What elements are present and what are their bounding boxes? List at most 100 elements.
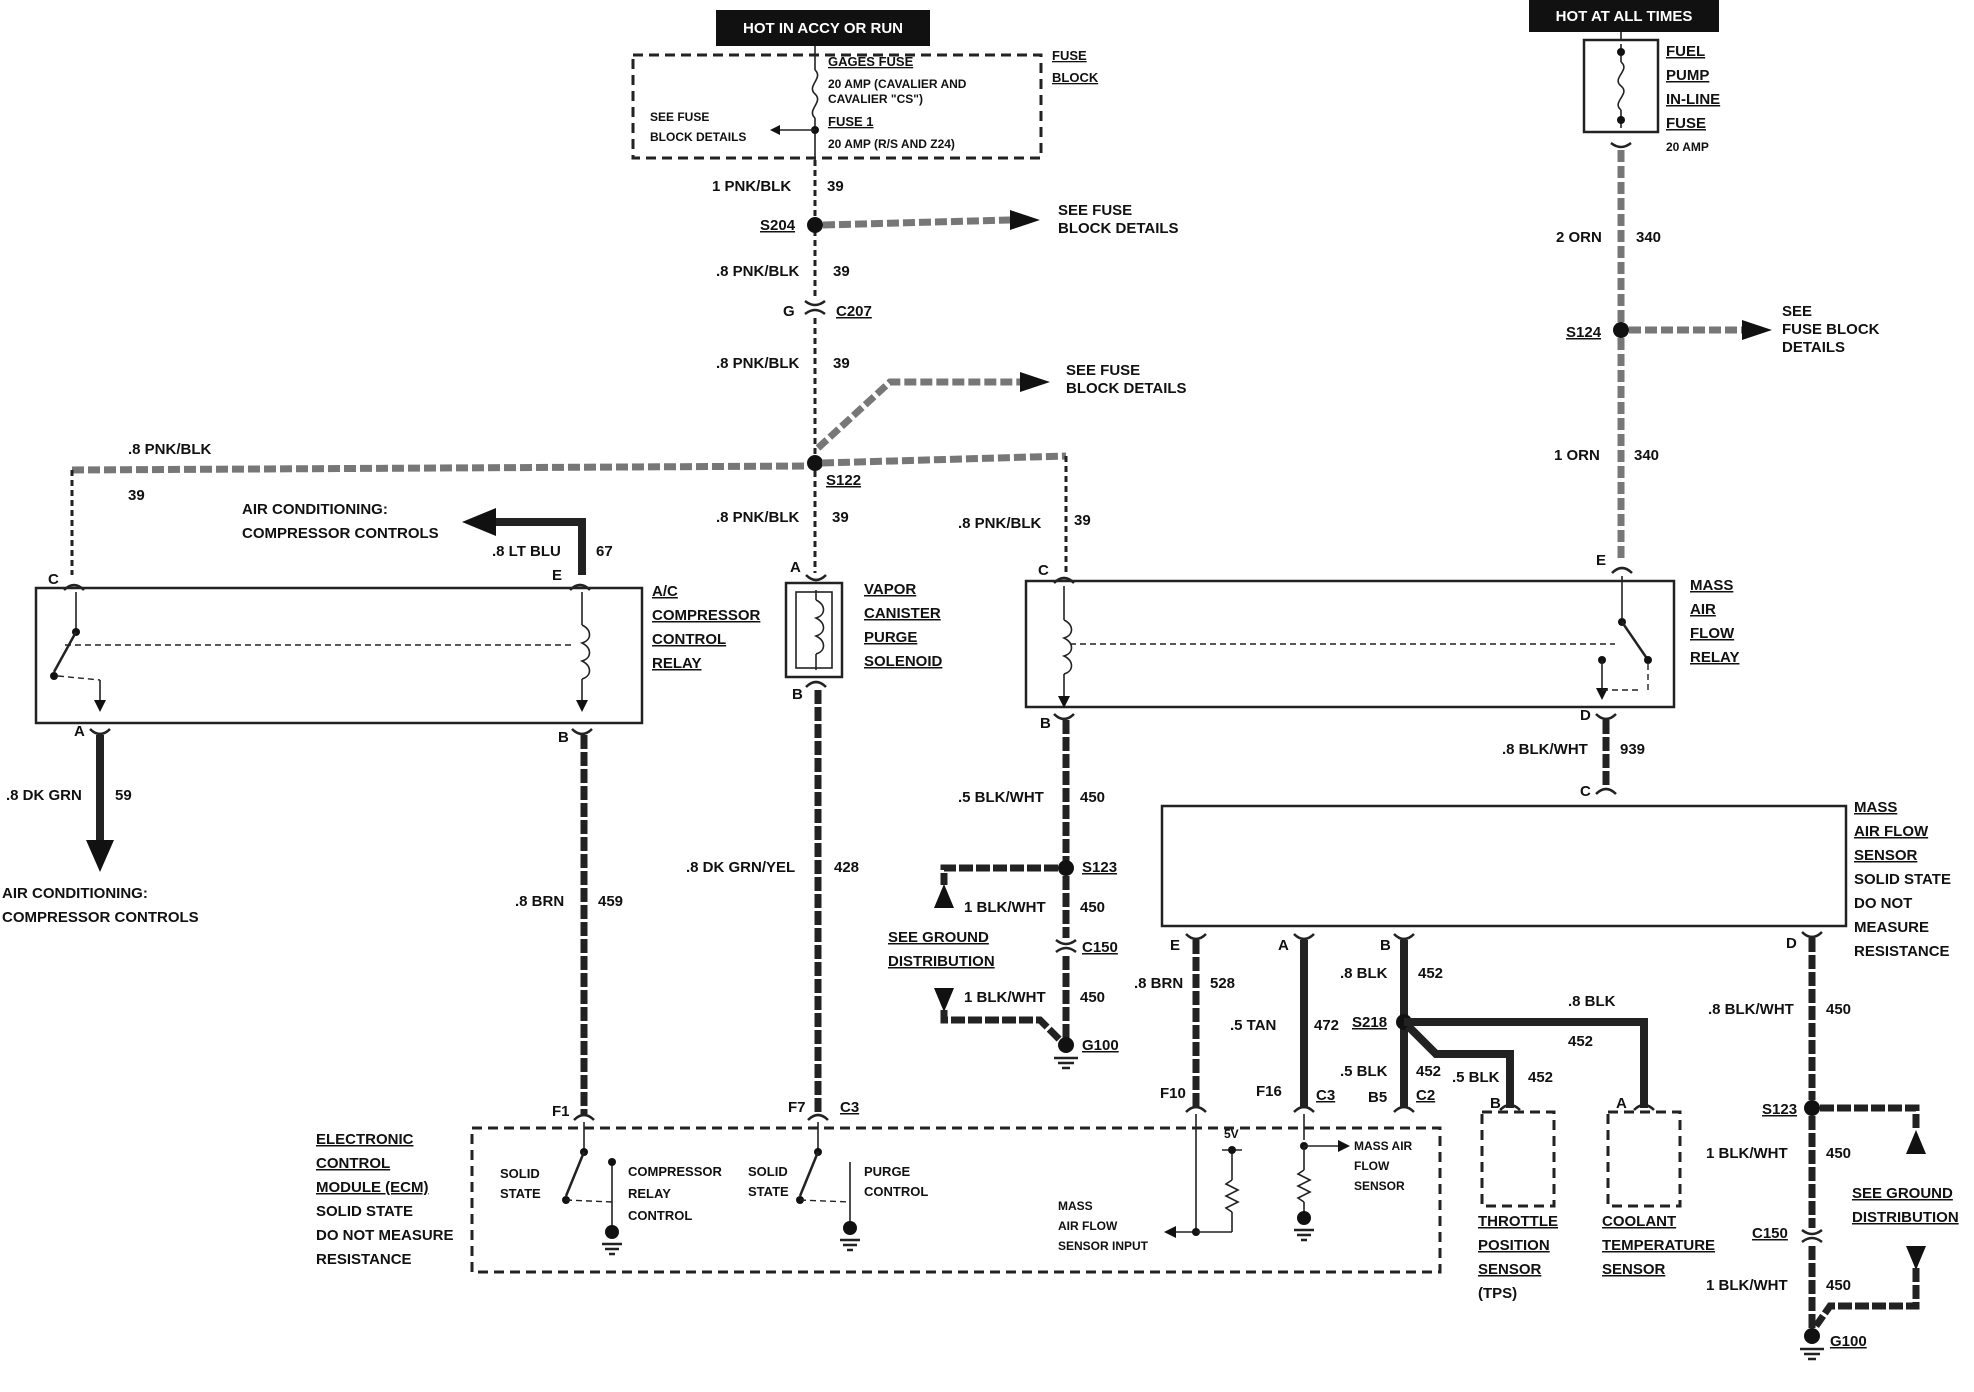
ac-relay-name-3: CONTROL: [652, 631, 726, 648]
circuit-939: 939: [1620, 741, 1645, 758]
wire-8brn-b: .8 BRN: [1134, 975, 1183, 992]
msensor-name-3: SENSOR: [1854, 847, 1918, 864]
ground-icon: [843, 1221, 857, 1235]
relay-coil-icon: [1061, 619, 1073, 675]
vapor-pin-a: A: [790, 559, 801, 576]
fuse-1-label: FUSE 1: [828, 114, 874, 129]
g100b-label: G100: [1830, 1333, 1867, 1350]
see-ground-3: SEE GROUND: [1852, 1185, 1953, 1202]
wire-5blkwht: .5 BLK/WHT: [958, 789, 1044, 806]
mrelay-pin-c: C: [1038, 562, 1049, 579]
see-r1: SEE: [1782, 303, 1812, 320]
s124-label: S124: [1566, 324, 1602, 341]
wire-1blkwht-d: 1 BLK/WHT: [1706, 1277, 1788, 1294]
circuit-528: 528: [1210, 975, 1235, 992]
circuit-450d: 450: [1826, 1001, 1851, 1018]
see-fuse-3: SEE FUSE: [1066, 362, 1140, 379]
ecm-maf-s-1: MASS AIR: [1354, 1139, 1413, 1153]
wire-8pnkblk-mid: .8 PNK/BLK: [716, 509, 800, 526]
wire-8pnkblk-a: .8 PNK/BLK: [716, 263, 800, 280]
solenoid-coil-icon: [813, 599, 825, 655]
pin-f7: F7: [788, 1099, 806, 1116]
circuit-459: 459: [598, 893, 623, 910]
relay-switch-icon: [1620, 621, 1650, 661]
wire-8brn: .8 BRN: [515, 893, 564, 910]
ecm-purge-1: PURGE: [864, 1164, 911, 1179]
splice-s123a: [1058, 860, 1074, 876]
s123a-label: S123: [1082, 859, 1117, 876]
msensor-name-1: MASS: [1854, 799, 1897, 816]
pin-connector-icon: [1633, 1103, 1655, 1111]
arrow-left-icon: [770, 125, 780, 135]
connector-c150-icon: [1801, 1228, 1823, 1236]
wire-1blkwht-c: 1 BLK/WHT: [1706, 1145, 1788, 1162]
mass-air-flow-sensor: [1160, 804, 1848, 928]
ac-compressor-relay: [34, 586, 644, 725]
vapor-name-4: SOLENOID: [864, 653, 943, 670]
ecm-state-1: STATE: [500, 1186, 541, 1201]
fuel-fuse-4: FUSE: [1666, 115, 1706, 132]
see-fuse-1: SEE FUSE: [1058, 202, 1132, 219]
vapor-name-3: PURGE: [864, 629, 917, 646]
circuit-450e: 450: [1826, 1145, 1851, 1162]
wire-8pnkblk-left: .8 PNK/BLK: [128, 441, 212, 458]
splice-s124: [1613, 322, 1629, 338]
connector-c150-icon: [1055, 938, 1077, 946]
ac-top-1: AIR CONDITIONING:: [242, 501, 388, 518]
relay-switch-icon: [52, 631, 78, 673]
ecm-name-5: DO NOT MEASURE: [316, 1227, 454, 1244]
wire-5blk: .5 BLK: [1340, 1063, 1388, 1080]
vapor-name-2: CANISTER: [864, 605, 941, 622]
see-ground-1: SEE GROUND: [888, 929, 989, 946]
ecm-purge-2: CONTROL: [864, 1184, 928, 1199]
ac-bot-1: AIR CONDITIONING:: [2, 885, 148, 902]
ac-pin-c: C: [48, 571, 59, 588]
hot-accy-badge: [716, 10, 930, 46]
splice-s204: [807, 217, 823, 233]
ecm-name-6: RESISTANCE: [316, 1251, 412, 1268]
wire-8ltblu: .8 LT BLU: [492, 543, 561, 560]
c207-g-label: G: [783, 303, 795, 320]
msensor-pin-e: E: [1170, 937, 1180, 954]
ecm-maf-in-2: AIR FLOW: [1058, 1219, 1118, 1233]
arrow-right-icon: [1010, 210, 1040, 230]
msensor-pin-a: A: [1278, 937, 1289, 954]
ground-arrow-icon: [1906, 1246, 1926, 1270]
see-ground-4: DISTRIBUTION: [1852, 1209, 1959, 1226]
fuel-fuse-2: PUMP: [1666, 67, 1709, 84]
wire-5blk-b: .5 BLK: [1452, 1069, 1500, 1086]
circuit-67: 67: [596, 543, 613, 560]
ac-pin-b: B: [558, 729, 569, 746]
ac-top-2: COMPRESSOR CONTROLS: [242, 525, 439, 542]
circuit-452c: 452: [1416, 1063, 1441, 1080]
wire-8blkwht: .8 BLK/WHT: [1502, 741, 1588, 758]
cts-name-1: COOLANT: [1602, 1213, 1676, 1230]
see-ground-2: DISTRIBUTION: [888, 953, 995, 970]
pin-connector-icon: [805, 680, 827, 688]
wire-1orn: 1 ORN: [1554, 447, 1600, 464]
fuel-fuse-rating: 20 AMP: [1666, 140, 1709, 154]
splice-s123b: [1804, 1100, 1820, 1116]
pin-connector-icon: [63, 583, 85, 591]
gages-fuse-rating-1: 20 AMP (CAVALIER AND: [828, 77, 967, 91]
fuel-fuse-3: IN-LINE: [1666, 91, 1720, 108]
splice-s122: [807, 455, 823, 471]
mass-air-flow-relay: [1024, 579, 1676, 709]
connector-c207-icon: [804, 299, 826, 307]
wire-1blkwht-a: 1 BLK/WHT: [964, 899, 1046, 916]
wire-1blkwht-b: 1 BLK/WHT: [964, 989, 1046, 1006]
ac-relay-name-4: RELAY: [652, 655, 701, 672]
cts-name-2: TEMPERATURE: [1602, 1237, 1715, 1254]
ground-icon: [605, 1225, 619, 1239]
pin-c3a: C3: [840, 1099, 859, 1116]
fuse-block-title-2: BLOCK: [1052, 70, 1099, 85]
pin-f1: F1: [552, 1103, 570, 1120]
ground-arrow-icon: [934, 884, 954, 908]
circuit-472: 472: [1314, 1017, 1339, 1034]
tps-name-4: (TPS): [1478, 1285, 1517, 1302]
pin-connector-icon: [1595, 787, 1617, 795]
tps-pin-b: B: [1490, 1095, 1501, 1112]
circuit-39e: 39: [832, 509, 849, 526]
arrow-right-icon: [1742, 320, 1772, 340]
pin-connector-icon: [1185, 1105, 1207, 1113]
